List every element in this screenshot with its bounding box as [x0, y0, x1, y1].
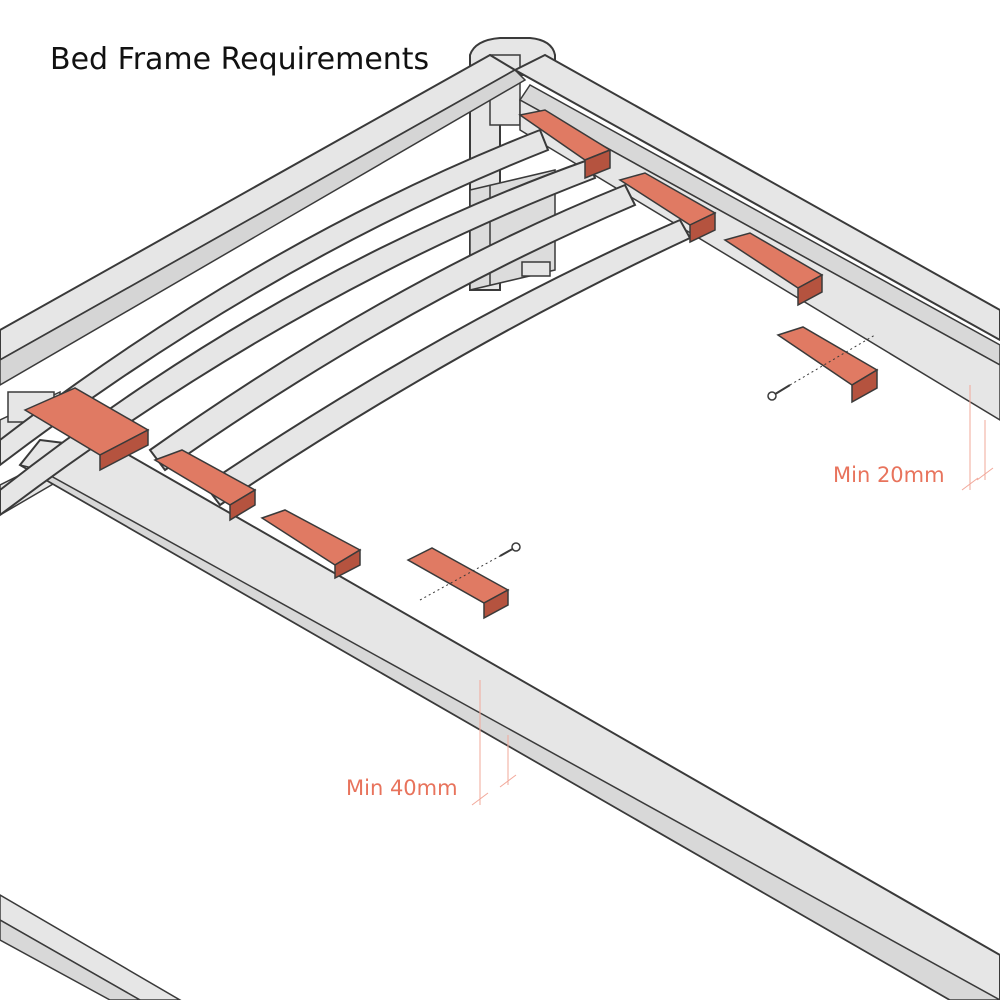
- slat-clips: [23, 109, 879, 620]
- dimension-guide-front: [471, 680, 517, 806]
- dimension-label-front: Min 40mm: [346, 776, 458, 800]
- screw-icon: [767, 334, 876, 401]
- clip-back-loose: [776, 326, 879, 404]
- clip-front-2: [153, 449, 257, 522]
- slat-1: [0, 128, 550, 467]
- clip-front-loose: [406, 547, 510, 620]
- dimension-label-side: Min 20mm: [833, 463, 945, 487]
- slats: [0, 128, 692, 517]
- front-rail: [18, 438, 1000, 1001]
- clip-back-1: [518, 109, 612, 180]
- lower-left-rail: [0, 894, 183, 1001]
- page-title: Bed Frame Requirements: [50, 42, 430, 77]
- clip-back-3: [723, 232, 824, 307]
- clip-back-2: [618, 172, 717, 244]
- screw-icon: [419, 542, 521, 601]
- clip-front-1: [23, 387, 150, 472]
- slat-3: [148, 183, 637, 472]
- clip-front-3: [260, 509, 362, 580]
- slat-2: [0, 158, 597, 517]
- dimension-guide-side: [961, 385, 994, 491]
- back-rail: [0, 53, 527, 386]
